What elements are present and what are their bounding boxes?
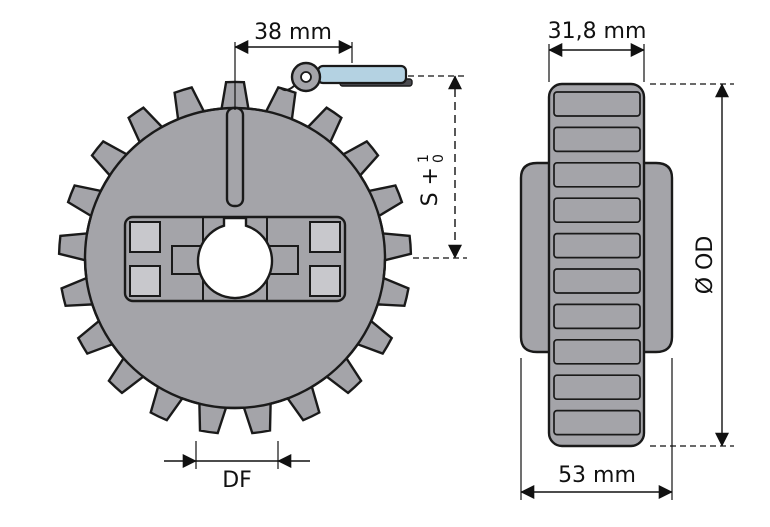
bolt-pocket-top-right bbox=[309, 221, 341, 253]
dimension-slot-label: S + 1 0 bbox=[416, 154, 447, 206]
clip-tail bbox=[280, 85, 295, 92]
dimension-53mm: 53 mm bbox=[520, 358, 673, 500]
dimension-od: Ø OD bbox=[650, 83, 734, 447]
svg-text:1: 1 bbox=[416, 154, 432, 163]
sprocket-side-view bbox=[519, 82, 674, 448]
side-view-tooth bbox=[553, 303, 641, 330]
dimension-31-8mm-label: 31,8 mm bbox=[548, 19, 647, 44]
dimension-slot: S + 1 0 bbox=[408, 75, 467, 259]
side-view-tooth bbox=[553, 126, 641, 153]
side-view-tooth bbox=[553, 374, 641, 401]
side-view-tooth bbox=[553, 409, 641, 436]
side-view-teeth bbox=[553, 91, 641, 436]
bore-with-keyway bbox=[196, 216, 274, 300]
dimension-38mm: 38 mm bbox=[234, 20, 353, 110]
dimension-38mm-label: 38 mm bbox=[254, 20, 332, 45]
dimension-31-8mm: 31,8 mm bbox=[548, 19, 647, 82]
sprocket-front-view bbox=[57, 80, 413, 435]
dimension-53mm-label: 53 mm bbox=[558, 463, 636, 488]
chain-plate bbox=[316, 64, 408, 85]
dimension-od-label: Ø OD bbox=[693, 236, 718, 295]
dimension-df-label: DF bbox=[222, 468, 252, 493]
side-view-tooth bbox=[553, 268, 641, 294]
side-view-tooth bbox=[553, 338, 641, 365]
svg-text:0: 0 bbox=[431, 154, 447, 163]
side-view-tooth bbox=[553, 197, 641, 224]
side-view-tooth bbox=[553, 91, 641, 117]
split-slot bbox=[225, 106, 245, 208]
svg-text:S +: S + bbox=[418, 167, 443, 206]
dimension-df: DF bbox=[164, 441, 310, 493]
hub-flange-right bbox=[644, 161, 674, 354]
hub-flange-left bbox=[519, 161, 549, 354]
bolt-pocket-bottom-left bbox=[129, 265, 161, 297]
bolt-pocket-bottom-right bbox=[309, 265, 341, 297]
side-view-tooth bbox=[553, 161, 641, 188]
side-view-tooth bbox=[553, 232, 641, 259]
bolt-pocket-top-left bbox=[129, 221, 161, 253]
clip-coil-center bbox=[300, 71, 312, 83]
chain-link-detail bbox=[280, 61, 413, 93]
